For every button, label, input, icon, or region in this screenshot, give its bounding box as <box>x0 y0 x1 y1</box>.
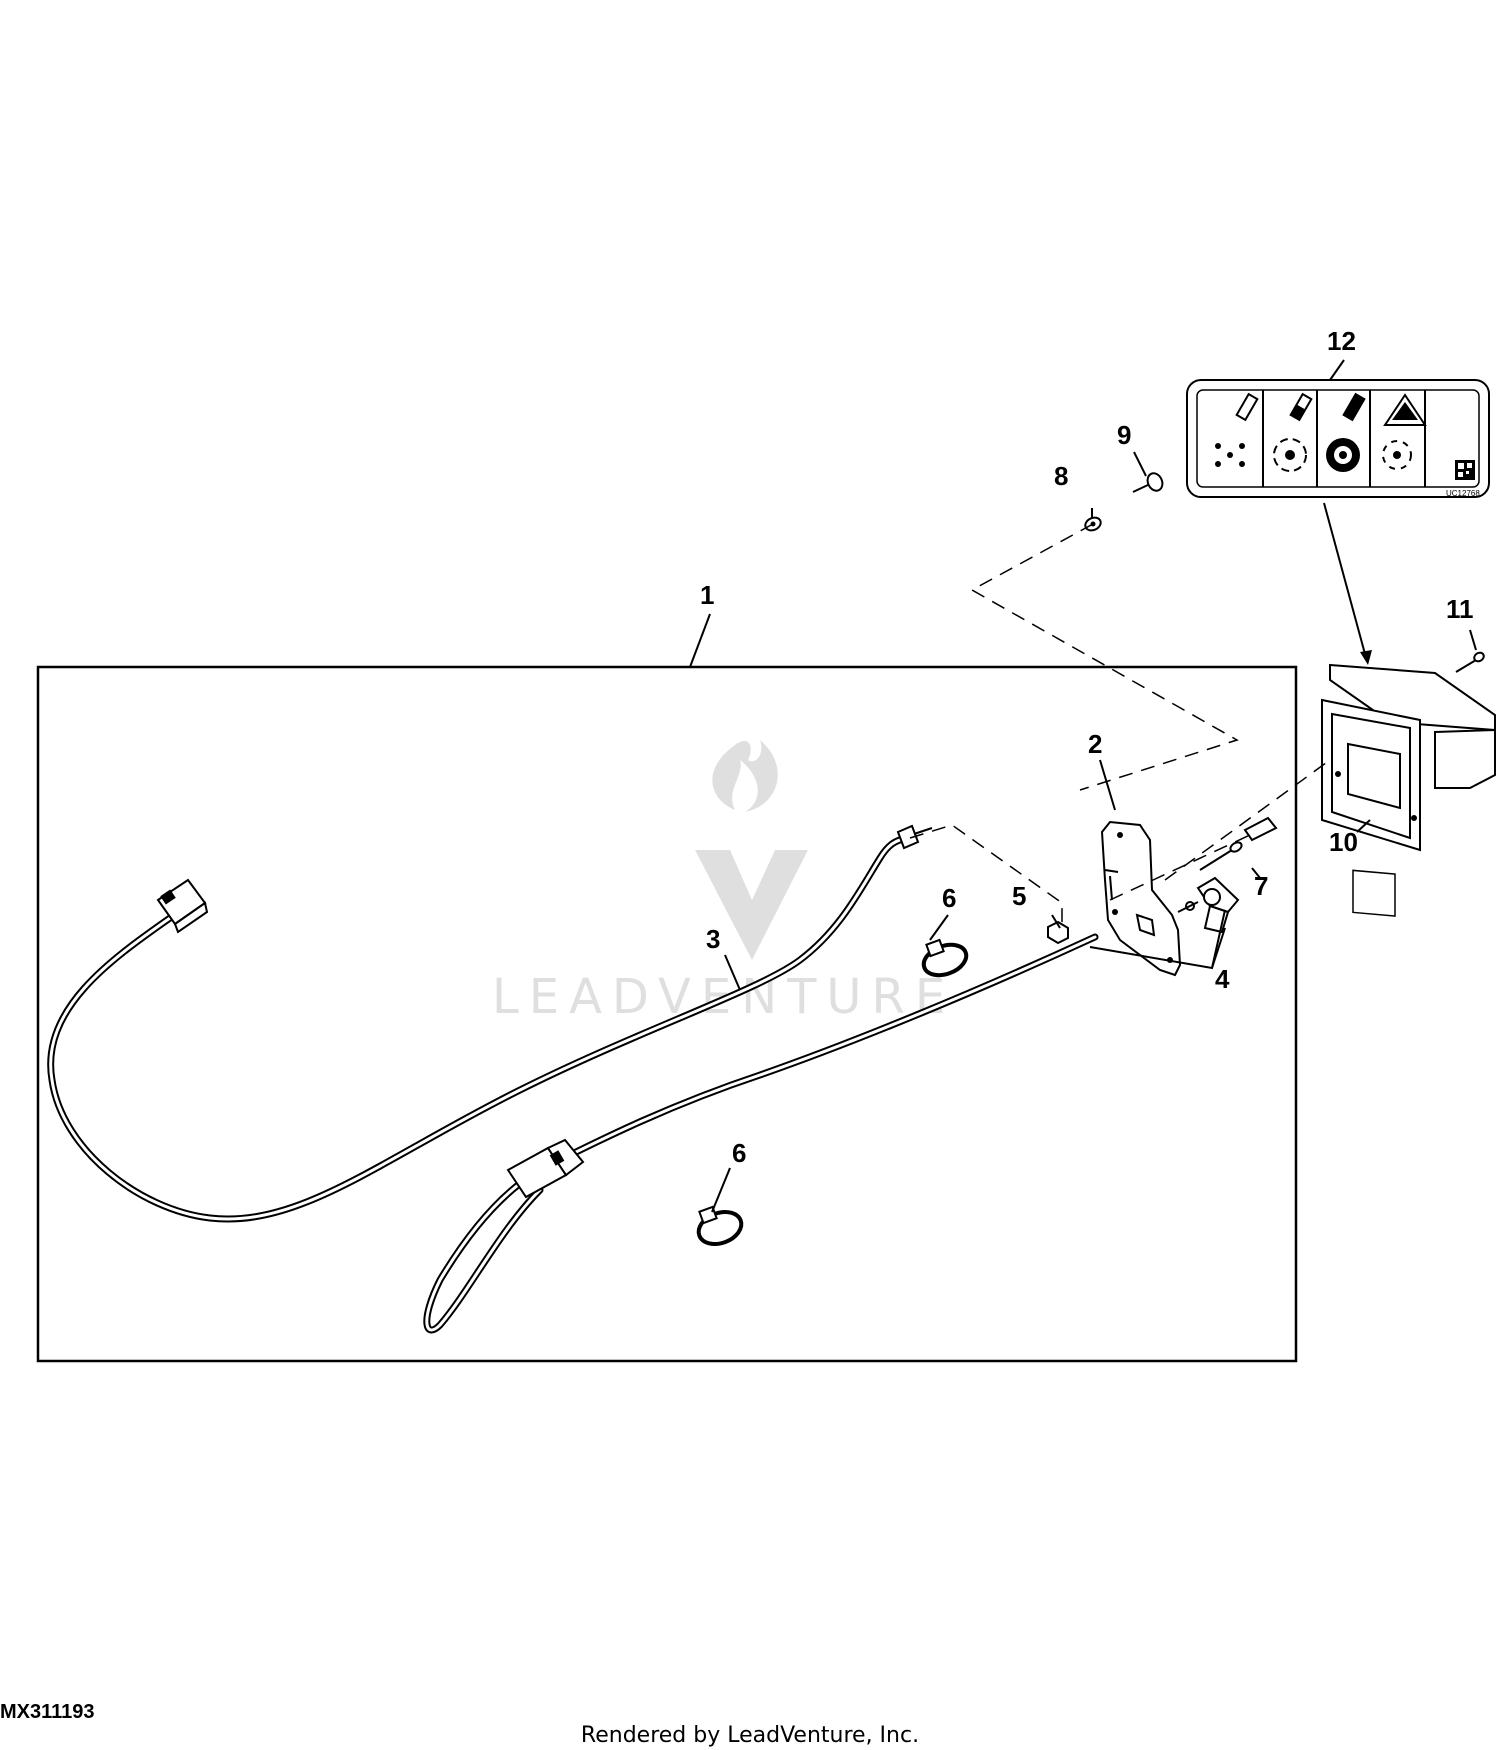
assembly-lines <box>909 523 1331 930</box>
watermark: LEADVENTURE <box>492 740 955 1025</box>
screw-7 <box>1199 841 1243 871</box>
watermark-v-icon <box>695 850 808 960</box>
nut-5 <box>1047 920 1069 945</box>
callout-4: 4 <box>1215 964 1230 994</box>
warning-triangle-icon <box>1383 393 1427 426</box>
qr-code-icon <box>1455 460 1475 480</box>
screw-11 <box>1455 651 1485 673</box>
cable-tie-upper <box>921 938 969 978</box>
leader-1 <box>689 613 711 668</box>
blades-slow-icon <box>1273 438 1307 472</box>
blades-reverse-icon <box>1382 440 1412 470</box>
pedal-icon <box>1289 392 1313 422</box>
callout-6-upper: 6 <box>942 883 956 913</box>
screw-9 <box>1132 472 1164 493</box>
kit-boundary-box <box>36 665 1298 1363</box>
leader-lines <box>711 359 1477 1213</box>
callout-5: 5 <box>1012 881 1026 911</box>
footer-credit: Rendered by LeadVenture, Inc. <box>581 1723 919 1748</box>
watermark-flame-icon <box>712 740 778 812</box>
seat-switch <box>1177 876 1240 934</box>
callout-6-lower: 6 <box>732 1138 746 1168</box>
harness-connector-right <box>896 824 933 850</box>
watermark-text: LEADVENTURE <box>492 969 955 1025</box>
figure-id: MX311193 <box>0 1701 95 1723</box>
blades-running-icon <box>1326 438 1360 472</box>
callout-8: 8 <box>1054 461 1068 491</box>
instrument-module <box>1321 663 1496 917</box>
callout-12: 12 <box>1327 326 1356 356</box>
callout-1: 1 <box>700 580 714 610</box>
decal: UC12768 <box>1186 379 1490 498</box>
callout-7: 7 <box>1254 871 1268 901</box>
callouts: 1 2 3 4 5 6 6 7 8 9 10 11 12 <box>700 326 1474 1168</box>
pedal-icon <box>1342 392 1366 422</box>
push-pin <box>1243 816 1278 842</box>
callout-2: 2 <box>1088 729 1102 759</box>
callout-11: 11 <box>1446 594 1474 624</box>
harness-connector-left <box>156 878 209 934</box>
callout-9: 9 <box>1117 420 1131 450</box>
decal-code: UC12768 <box>1446 489 1480 498</box>
switch-lead-connector <box>506 1138 585 1199</box>
callout-3: 3 <box>706 924 720 954</box>
switch-lead <box>423 933 1099 1334</box>
blades-off-icon <box>1215 443 1245 467</box>
wiring-harness <box>47 824 933 1223</box>
pedal-icon <box>1235 392 1259 422</box>
callout-10: 10 <box>1329 827 1358 857</box>
cable-tie-lower <box>696 1205 744 1246</box>
